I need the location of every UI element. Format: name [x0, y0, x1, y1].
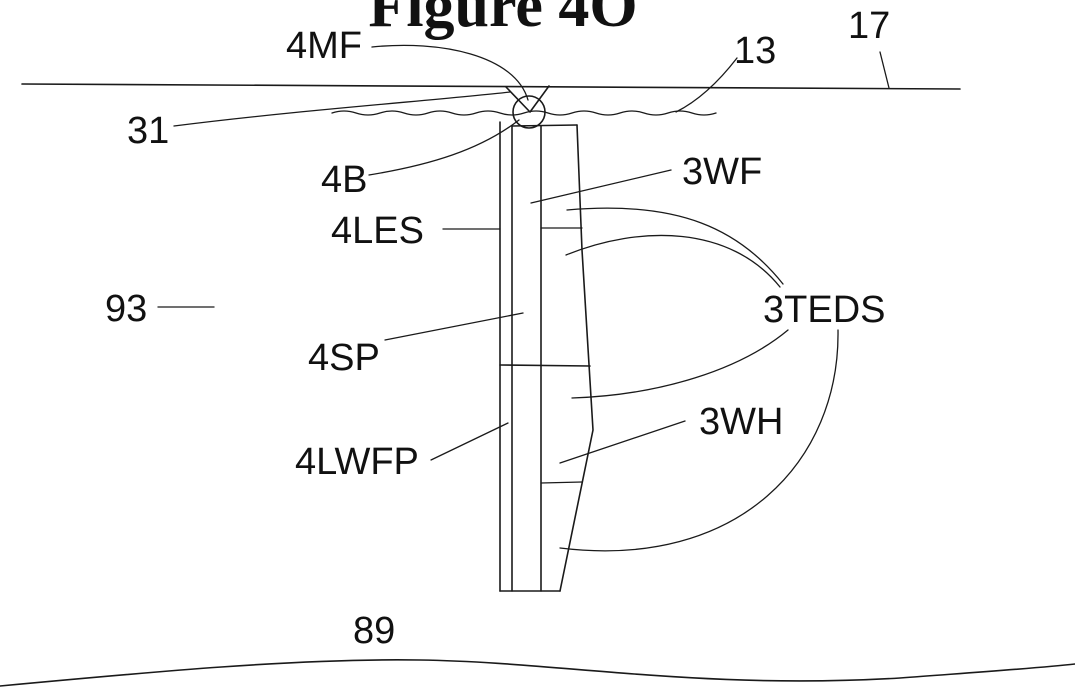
- trailing-edge-profile: [559, 124, 594, 592]
- leader-4MF: [371, 44, 529, 101]
- bearing-circle: [512, 95, 546, 129]
- leader-3TEDS-d: [559, 329, 839, 552]
- label-3TEDS: 3TEDS: [763, 289, 885, 331]
- seabed-line: [0, 659, 1075, 687]
- division-middle: [499, 364, 591, 367]
- label-31: 31: [127, 110, 169, 152]
- leader-3TEDS-c: [571, 329, 789, 399]
- label-89: 89: [353, 610, 395, 652]
- label-93: 93: [105, 288, 147, 330]
- label-17: 17: [848, 5, 890, 47]
- label-3WH: 3WH: [699, 401, 783, 443]
- leader-3WH: [559, 420, 686, 464]
- label-4B: 4B: [321, 159, 367, 201]
- leader-13: [675, 57, 738, 113]
- division-lower: [540, 481, 583, 484]
- leader-31: [173, 91, 511, 127]
- leader-4B: [368, 119, 520, 176]
- label-4SP: 4SP: [308, 337, 380, 379]
- leader-4LWFP: [430, 422, 509, 461]
- leader-3TEDS-a: [566, 207, 784, 285]
- leader-3TEDS-b: [565, 234, 781, 288]
- top-cap: [511, 124, 578, 127]
- leader-17: [879, 51, 890, 89]
- label-4LWFP: 4LWFP: [295, 441, 419, 483]
- water-wave-line: [331, 110, 717, 116]
- label-4LES: 4LES: [331, 210, 424, 252]
- leader-4SP: [384, 312, 524, 341]
- label-4MF: 4MF: [286, 25, 362, 67]
- label-3WF: 3WF: [682, 151, 762, 193]
- surface-line: [21, 83, 961, 90]
- label-13: 13: [734, 30, 776, 72]
- leader-3WF: [530, 169, 672, 204]
- mooring-fitting: [505, 85, 550, 113]
- figure-title: Figure 4O: [368, 0, 637, 40]
